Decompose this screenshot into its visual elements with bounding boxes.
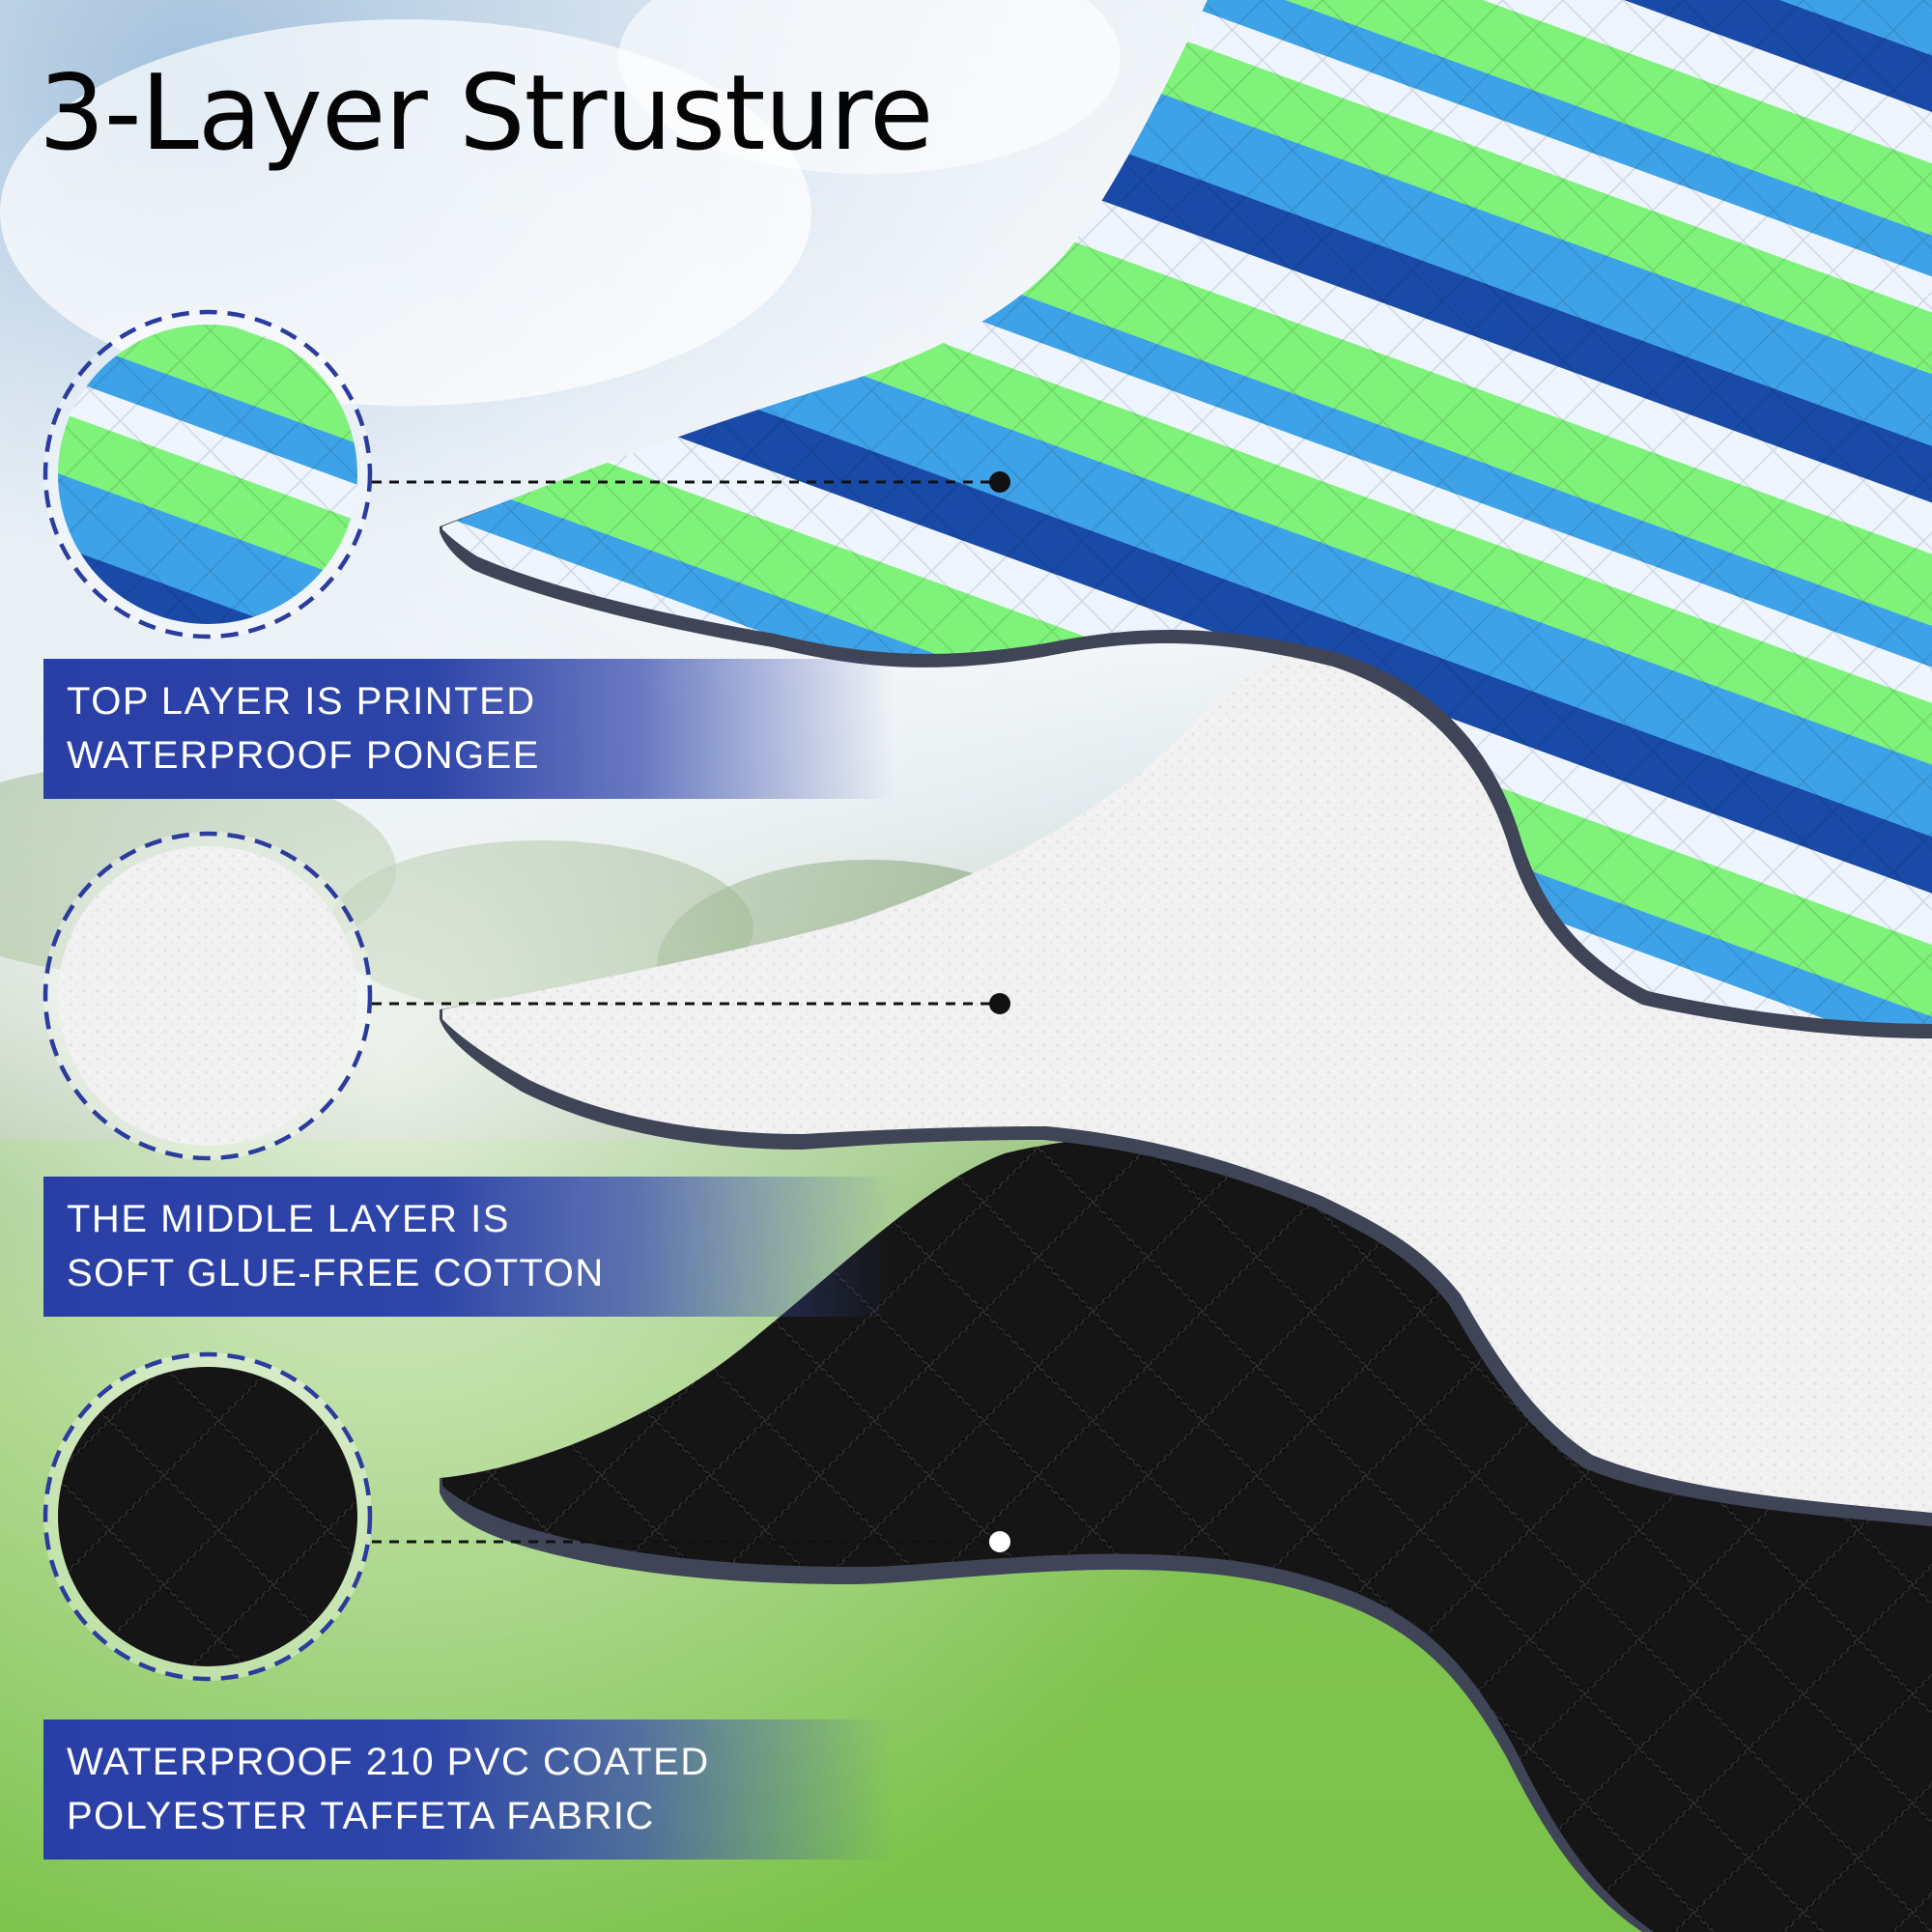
bottom-layer-label-line-1: WATERPROOF 210 PVC COATED — [67, 1741, 710, 1783]
top-layer-label-line-2: WATERPROOF PONGEE — [67, 734, 540, 777]
middle-layer-swatch — [43, 831, 373, 1161]
bottom-layer-connector — [372, 1531, 1010, 1552]
middle-layer-connector — [372, 993, 1010, 1014]
page-title: 3-Layer Strusture — [39, 53, 933, 174]
middle-layer-label-line-2: SOFT GLUE-FREE COTTON — [67, 1252, 605, 1294]
top-layer-label: TOP LAYER IS PRINTED WATERPROOF PONGEE — [43, 659, 894, 799]
bottom-layer-label-line-2: POLYESTER TAFFETA FABRIC — [67, 1795, 655, 1837]
middle-layer-label: THE MIDDLE LAYER IS SOFT GLUE-FREE COTTO… — [43, 1177, 894, 1317]
bottom-layer-swatch — [43, 1351, 373, 1682]
bottom-layer-label: WATERPROOF 210 PVC COATED POLYESTER TAFF… — [43, 1719, 894, 1860]
top-layer-swatch — [43, 309, 373, 639]
top-layer-connector — [372, 471, 1010, 493]
middle-layer-label-line-1: THE MIDDLE LAYER IS — [67, 1198, 510, 1240]
top-layer-label-line-1: TOP LAYER IS PRINTED — [67, 680, 536, 723]
